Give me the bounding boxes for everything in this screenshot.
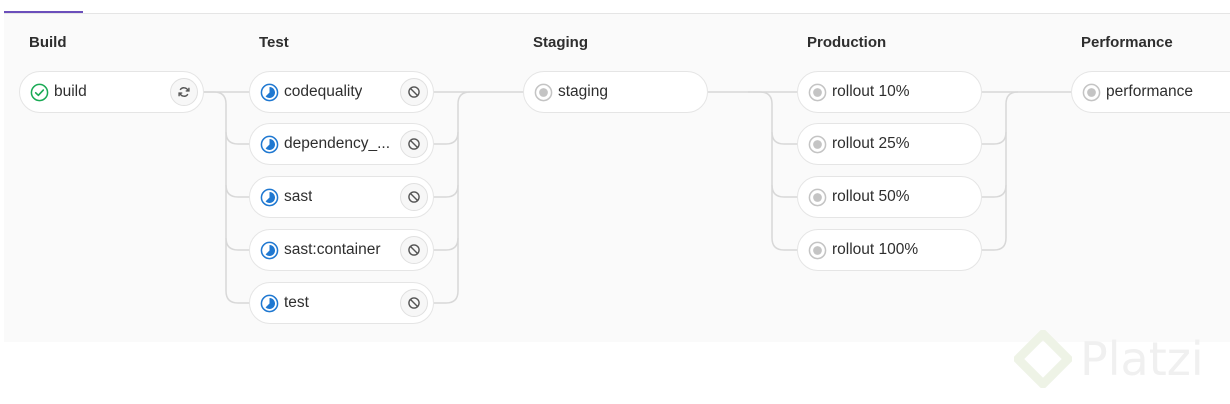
job-rollout-25[interactable]: rollout 25% — [797, 123, 982, 165]
job-label: dependency_... — [284, 135, 391, 152]
cancel-button[interactable] — [400, 289, 428, 317]
job-rollout-10[interactable]: rollout 10% — [797, 71, 982, 113]
status-created-icon — [1082, 83, 1101, 101]
job-label: rollout 10% — [832, 83, 910, 100]
cancel-icon — [408, 191, 420, 203]
stage-title-performance: Performance — [1081, 34, 1173, 51]
job-test[interactable]: test — [249, 282, 434, 324]
cancel-button[interactable] — [400, 130, 428, 158]
cancel-button[interactable] — [400, 78, 428, 106]
status-created-icon — [808, 135, 827, 153]
cancel-icon — [408, 138, 420, 150]
cancel-icon — [408, 297, 420, 309]
job-dependency-scanning[interactable]: dependency_... — [249, 123, 434, 165]
stage-title-build: Build — [29, 34, 67, 51]
job-sast-container[interactable]: sast:container — [249, 229, 434, 271]
job-label: test — [284, 294, 309, 311]
job-label: rollout 100% — [832, 241, 919, 258]
job-label: build — [54, 83, 87, 100]
job-codequality[interactable]: codequality — [249, 71, 434, 113]
status-created-icon — [808, 188, 827, 206]
stage-title-production: Production — [807, 34, 887, 51]
job-label: performance — [1106, 83, 1194, 100]
pipeline-graph — [4, 14, 1230, 342]
job-label: staging — [558, 83, 608, 100]
status-success-icon — [30, 83, 49, 101]
job-sast[interactable]: sast — [249, 176, 434, 218]
retry-button[interactable] — [170, 78, 198, 106]
job-label: codequality — [284, 83, 363, 100]
status-created-icon — [534, 83, 553, 101]
cancel-button[interactable] — [400, 183, 428, 211]
job-staging[interactable]: staging — [523, 71, 708, 113]
cancel-button[interactable] — [400, 236, 428, 264]
watermark-text: Platzi — [1080, 332, 1204, 386]
job-label: rollout 50% — [832, 188, 910, 205]
status-created-icon — [808, 83, 827, 101]
job-rollout-100[interactable]: rollout 100% — [797, 229, 982, 271]
job-rollout-50[interactable]: rollout 50% — [797, 176, 982, 218]
job-performance[interactable]: performance — [1071, 71, 1230, 113]
platzi-logo-icon — [1014, 330, 1072, 388]
status-canceled-icon — [260, 294, 279, 312]
status-canceled-icon — [260, 135, 279, 153]
status-created-icon — [808, 241, 827, 259]
cancel-icon — [408, 244, 420, 256]
cancel-icon — [408, 86, 420, 98]
status-canceled-icon — [260, 188, 279, 206]
job-label: rollout 25% — [832, 135, 910, 152]
job-build[interactable]: build — [19, 71, 204, 113]
job-label: sast — [284, 188, 313, 205]
active-tab-indicator — [4, 11, 83, 13]
retry-icon — [178, 87, 190, 97]
header-divider — [4, 13, 1230, 14]
platzi-watermark: Platzi — [1014, 330, 1204, 388]
stage-title-test: Test — [259, 34, 289, 51]
job-label: sast:container — [284, 241, 381, 258]
status-canceled-icon — [260, 83, 279, 101]
status-canceled-icon — [260, 241, 279, 259]
stage-title-staging: Staging — [533, 34, 588, 51]
